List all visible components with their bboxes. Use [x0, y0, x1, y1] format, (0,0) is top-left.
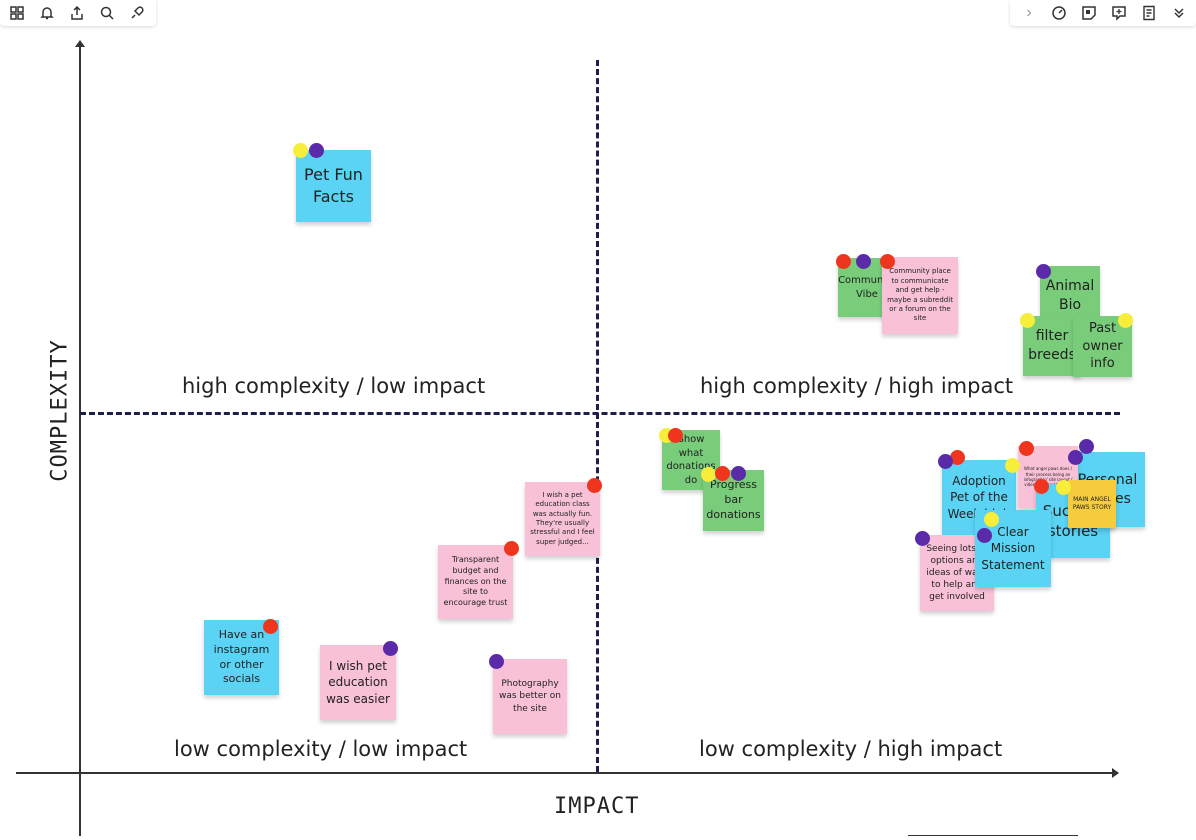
vote-dot	[1079, 439, 1094, 454]
y-axis-label: COMPLEXITY	[47, 339, 73, 482]
vote-dot	[1020, 313, 1035, 328]
sticky-note[interactable]: Animal Bio	[1040, 266, 1100, 325]
vote-dot	[938, 454, 953, 469]
vertical-divider	[596, 60, 599, 772]
y-axis	[79, 44, 81, 836]
sticky-note[interactable]: Transparent budget and finances on the s…	[438, 545, 513, 619]
vote-dot	[504, 541, 519, 556]
vote-dot	[856, 254, 871, 269]
comment-icon[interactable]	[1110, 4, 1128, 22]
chevron-right-icon[interactable]: ›	[1026, 4, 1032, 21]
vote-dot	[1036, 264, 1051, 279]
sticky-note[interactable]: Pet Fun Facts	[296, 150, 371, 222]
right-toolbar: ›	[1010, 0, 1196, 26]
sticky-note-icon[interactable]	[1080, 4, 1098, 22]
timer-icon[interactable]	[1050, 4, 1068, 22]
vote-dot	[263, 619, 278, 634]
left-toolbar	[0, 0, 156, 26]
sticky-note[interactable]: filter breeds	[1023, 316, 1081, 376]
vote-dot	[950, 450, 965, 465]
double-chevron-down-icon[interactable]	[1170, 4, 1188, 22]
x-axis-label: IMPACT	[554, 794, 640, 819]
quadrant-label-bottom-left: low complexity / low impact	[174, 737, 468, 761]
search-icon[interactable]	[98, 4, 116, 22]
y-axis-arrow-icon	[75, 40, 85, 47]
vote-dot	[1068, 450, 1083, 465]
share-icon[interactable]	[68, 4, 86, 22]
x-axis-arrow-icon	[1112, 768, 1119, 778]
vote-dot	[880, 254, 895, 269]
x-axis	[16, 772, 1118, 774]
vote-dot	[836, 254, 851, 269]
notes-icon[interactable]	[1140, 4, 1158, 22]
sticky-note[interactable]: Community place to communicate and get h…	[882, 257, 958, 334]
quadrant-label-top-left: high complexity / low impact	[182, 374, 486, 398]
grid-icon[interactable]	[8, 4, 26, 22]
vote-dot	[293, 143, 308, 158]
vote-dot	[977, 528, 992, 543]
vote-dot	[1056, 480, 1071, 495]
sticky-note[interactable]: Past owner info	[1073, 316, 1132, 377]
vote-dot	[1118, 313, 1133, 328]
vote-dot	[915, 531, 930, 546]
vote-dot	[309, 143, 324, 158]
vote-dot	[383, 641, 398, 656]
horizontal-divider	[80, 412, 1120, 415]
horizontal-scrollbar[interactable]	[908, 835, 1078, 840]
quadrant-label-top-right: high complexity / high impact	[700, 374, 1014, 398]
vote-dot	[489, 654, 504, 669]
vote-dot	[701, 467, 716, 482]
vote-dot	[1019, 441, 1034, 456]
vote-dot	[1005, 458, 1020, 473]
vote-dot	[668, 428, 683, 443]
sticky-note[interactable]: Clear Mission Statement	[975, 510, 1051, 587]
vote-dot	[984, 512, 999, 527]
quadrant-label-bottom-right: low complexity / high impact	[699, 737, 1003, 761]
sticky-note[interactable]: I wish a pet education class was actuall…	[525, 482, 600, 556]
vote-dot	[715, 466, 730, 481]
bell-icon[interactable]	[38, 4, 56, 22]
vote-dot	[587, 478, 602, 493]
sticky-note[interactable]: MAIN ANGEL PAWS STORY	[1068, 480, 1116, 528]
sticky-note[interactable]: I wish pet education was easier	[320, 645, 396, 720]
sticky-note[interactable]: Photography was better on the site	[493, 659, 567, 734]
vote-dot	[731, 466, 746, 481]
plug-icon[interactable]	[128, 4, 146, 22]
vote-dot	[1034, 479, 1049, 494]
